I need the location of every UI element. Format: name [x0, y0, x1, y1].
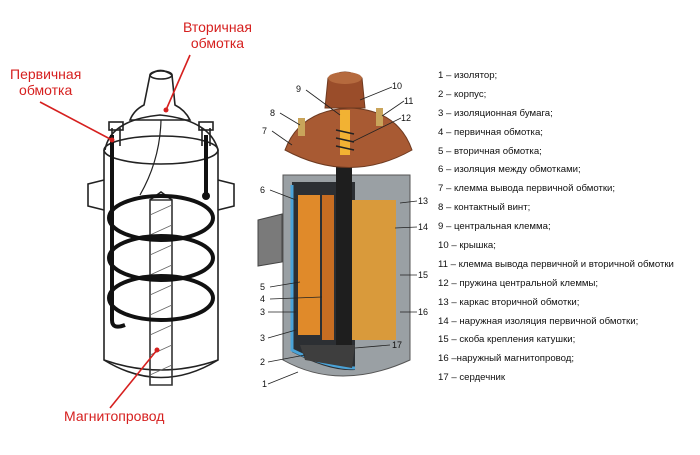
callout-10: 10	[392, 81, 402, 91]
callout-4: 4	[260, 294, 265, 304]
callout-11: 11	[404, 96, 413, 106]
callout-1: 1	[262, 379, 267, 389]
legend-item: 8 – контактный винт;	[438, 202, 531, 214]
label-secondary-winding: Вторичная обмотка	[183, 19, 252, 51]
callout-3a: 3	[260, 307, 265, 317]
legend-item: 12 – пружина центральной клеммы;	[438, 277, 599, 289]
legend-item: 3 – изоляционная бумага;	[438, 107, 553, 119]
callout-16: 16	[418, 307, 428, 317]
legend-item: 5 – вторичная обмотка;	[438, 145, 542, 157]
legend-item: 2 – корпус;	[438, 88, 487, 100]
callout-6: 6	[260, 185, 265, 195]
callout-17: 17	[392, 340, 402, 350]
callout-3b: 3	[260, 333, 265, 343]
legend-item: 4 – первичная обмотка;	[438, 126, 543, 138]
parts-legend: 1 – изолятор; 2 – корпус; 3 – изоляционн…	[438, 67, 700, 388]
legend-item: 1 – изолятор;	[438, 70, 498, 81]
callout-5: 5	[260, 282, 265, 292]
legend-item: 11 – клемма вывода первичной и вторичной…	[438, 258, 674, 270]
legend-item: 6 – изоляция между обмотками;	[438, 164, 581, 176]
legend-item: 15 – скоба крепления катушки;	[438, 334, 576, 346]
callout-12: 12	[401, 113, 411, 123]
label-magnetic-core: Магнитопровод	[64, 408, 165, 424]
legend-item: 16 –наружный магнитопровод;	[438, 353, 575, 365]
callout-2: 2	[260, 357, 265, 367]
legend-item: 10 – крышка;	[438, 240, 496, 252]
callout-15: 15	[418, 270, 428, 280]
callout-8: 8	[270, 108, 275, 118]
label-primary-winding: Первичная обмотка	[10, 66, 82, 98]
callout-14: 14	[418, 222, 428, 232]
callout-9: 9	[296, 84, 301, 94]
legend-item: 14 – наружная изоляция первичной обмотки…	[438, 315, 639, 327]
legend-item: 17 – сердечник	[438, 372, 506, 384]
callout-7: 7	[262, 126, 267, 136]
legend-item: 13 – каркас вторичной обмотки;	[438, 296, 580, 308]
legend-item: 7 – клемма вывода первичной обмотки;	[438, 183, 616, 195]
callout-13: 13	[418, 196, 428, 206]
legend-item: 9 – центральная клемма;	[438, 221, 551, 233]
